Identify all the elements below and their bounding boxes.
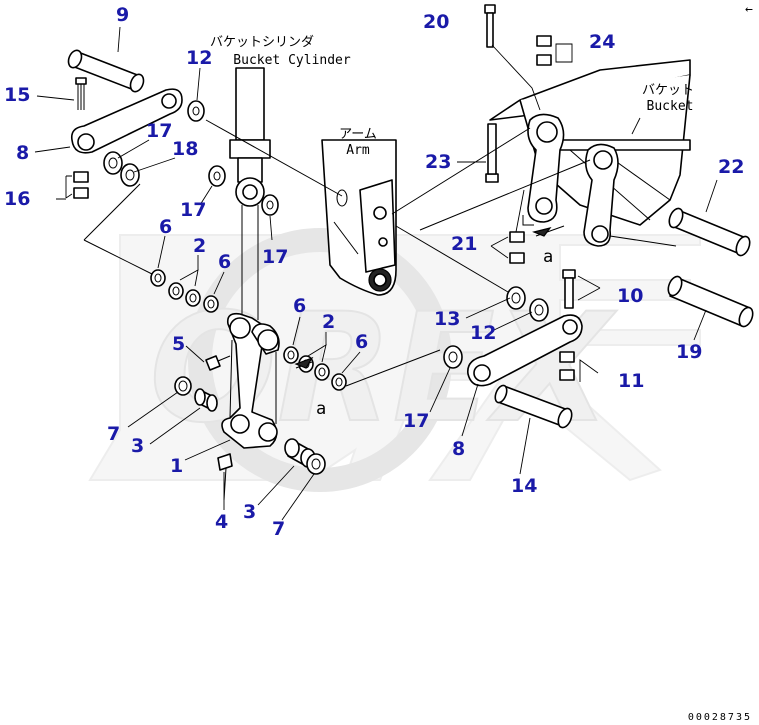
callout-10: 10	[617, 285, 643, 307]
bucket-cylinder-label-en: Bucket Cylinder	[233, 53, 351, 68]
pin-19	[667, 275, 754, 328]
bolt-20	[484, 4, 496, 48]
arm	[321, 139, 397, 296]
arm-label-en: Arm	[346, 143, 370, 158]
seal-6-d	[331, 373, 347, 391]
callout-21: 21	[451, 233, 477, 255]
callout-16: 16	[4, 188, 30, 210]
callout-6-b: 6	[218, 251, 231, 273]
bucket-cylinder	[229, 67, 271, 320]
callout-6-a: 6	[159, 216, 172, 238]
bucket-cylinder-label-jp: バケットシリンダ	[210, 35, 314, 50]
grease-fitting-5	[205, 355, 231, 371]
callout-3-bottom: 3	[243, 501, 256, 523]
callout-9: 9	[116, 4, 129, 26]
callout-4: 4	[215, 511, 228, 533]
callout-5: 5	[172, 333, 185, 355]
callout-7-bottom: 7	[272, 518, 285, 540]
arm-label-jp: アーム	[339, 127, 377, 142]
callout-2-b: 2	[322, 311, 335, 333]
callout-17-b: 17	[180, 199, 206, 221]
callout-20: 20	[423, 11, 449, 33]
pin-9	[67, 49, 145, 93]
bushing-7-bottom	[306, 453, 326, 475]
washer-17-right	[443, 345, 463, 369]
nuts-24	[536, 35, 552, 66]
leader-lines	[34, 26, 718, 521]
callout-17-c: 17	[262, 246, 288, 268]
pin-22	[668, 207, 751, 257]
washer-12-top	[187, 100, 205, 122]
callout-11: 11	[618, 370, 644, 392]
bucket-label-jp: バケット	[642, 83, 694, 98]
callout-6-d: 6	[355, 331, 368, 353]
callout-17-a: 17	[146, 120, 172, 142]
callout-3-left: 3	[131, 435, 144, 457]
washer-17-b	[261, 194, 279, 216]
washer-18	[120, 163, 140, 187]
callout-7-left: 7	[107, 423, 120, 445]
seal-6-c	[283, 346, 299, 364]
callout-24: 24	[589, 31, 615, 53]
callout-22: 22	[718, 156, 744, 178]
assembly-guides	[83, 119, 677, 387]
pin-14	[494, 384, 573, 429]
callout-14: 14	[511, 475, 537, 497]
washer-13	[506, 286, 526, 310]
callout-23: 23	[425, 151, 451, 173]
callout-8-right: 8	[452, 438, 465, 460]
nuts-21	[509, 231, 525, 264]
callout-18: 18	[172, 138, 198, 160]
link-8-left	[70, 88, 183, 154]
callout-19: 19	[676, 341, 702, 363]
bucket-link-brackets	[527, 113, 619, 247]
seal-6-a	[150, 269, 166, 287]
callout-13: 13	[434, 308, 460, 330]
bolt-23	[485, 123, 499, 183]
nuts-11	[559, 351, 575, 381]
ref-a-upper: a	[543, 247, 553, 267]
bolt-15	[75, 77, 87, 110]
callout-12-top: 12	[186, 47, 212, 69]
link-1	[221, 312, 280, 449]
bolt-10	[562, 269, 576, 309]
washer-17-left	[103, 151, 123, 175]
bushing-3-left	[194, 388, 218, 412]
callout-6-c: 6	[293, 295, 306, 317]
bucket-label-en: Bucket	[647, 99, 694, 114]
callout-8-left: 8	[16, 142, 29, 164]
bushing-7-left	[174, 376, 192, 396]
seal-6-b	[203, 295, 219, 313]
callout-1: 1	[170, 455, 183, 477]
seals-2-left	[168, 282, 201, 307]
callout-12-right: 12	[470, 322, 496, 344]
ref-arrows	[294, 227, 552, 369]
document-number: 00028735	[688, 712, 752, 723]
washer-12-right	[529, 298, 549, 322]
washer-17-mid	[208, 165, 226, 187]
nuts-16	[73, 171, 89, 199]
corner-mark: ←	[745, 2, 753, 17]
callout-17-right: 17	[403, 410, 429, 432]
ref-a-lower: a	[316, 399, 326, 419]
callout-2-a: 2	[193, 235, 206, 257]
link-8-right	[467, 314, 583, 387]
callout-15: 15	[4, 84, 30, 106]
